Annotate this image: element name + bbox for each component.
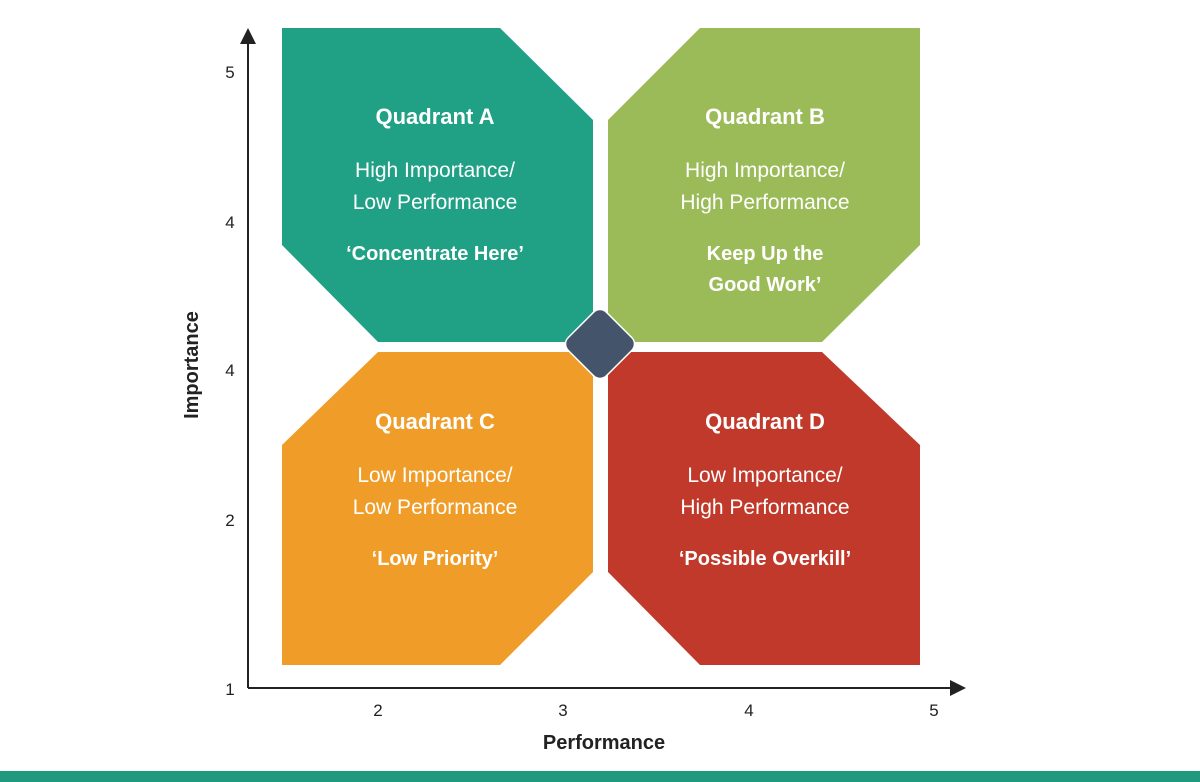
y-tick-label: 5 — [225, 63, 234, 82]
x-tick-label: 3 — [558, 701, 567, 720]
quadrant-b-motto-line1: Keep Up the — [707, 243, 824, 265]
y-tick-label: 1 — [225, 680, 234, 699]
quadrant-c-line1: Low Importance/ — [357, 464, 512, 487]
quadrant-d-motto: ‘Possible Overkill’ — [679, 548, 851, 570]
bottom-band — [0, 771, 1200, 782]
y-axis-title: Importance — [181, 311, 203, 419]
quadrant-a-line1: High Importance/ — [355, 159, 515, 182]
y-tick-label: 4 — [225, 361, 234, 380]
quadrant-a-title: Quadrant A — [376, 104, 495, 129]
y-tick-label: 4 — [225, 213, 234, 232]
x-tick-label: 2 — [373, 701, 382, 720]
center-diamond — [564, 308, 636, 380]
quadrant-d-shape — [608, 352, 920, 665]
x-tick-label: 5 — [929, 701, 938, 720]
quadrant-b-shape — [608, 28, 920, 342]
quadrant-a-line2: Low Performance — [353, 191, 518, 214]
quadrant-b-motto-line2: Good Work’ — [709, 274, 822, 296]
x-tick-label: 4 — [744, 701, 753, 720]
quadrant-b-title: Quadrant B — [705, 104, 825, 129]
quadrant-c-line2: Low Performance — [353, 496, 518, 519]
y-tick-label: 2 — [225, 511, 234, 530]
quadrant-d-line1: Low Importance/ — [687, 464, 842, 487]
quadrant-b-line2: High Performance — [680, 191, 849, 214]
x-axis-title: Performance — [543, 732, 665, 754]
quadrant-d-title: Quadrant D — [705, 409, 825, 434]
quadrant-c-motto: ‘Low Priority’ — [372, 548, 499, 570]
quadrant-b-line1: High Importance/ — [685, 159, 845, 182]
quadrant-d-line2: High Performance — [680, 496, 849, 519]
quadrant-a-motto: ‘Concentrate Here’ — [346, 243, 524, 265]
quadrant-c-shape — [282, 352, 593, 665]
quadrant-c-title: Quadrant C — [375, 409, 495, 434]
quadrant-a-shape — [282, 28, 593, 342]
